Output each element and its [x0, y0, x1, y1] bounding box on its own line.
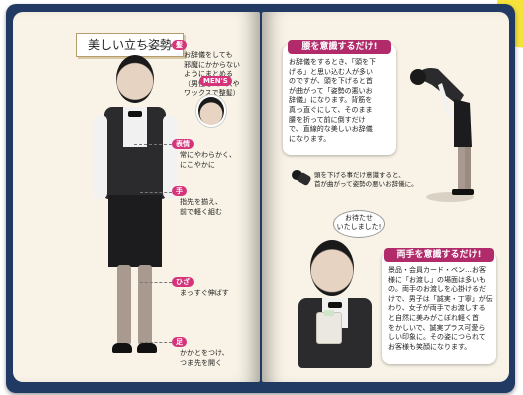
bowing-woman-photo — [410, 68, 474, 202]
hands-panel-title: 両手を意識するだけ! — [384, 248, 494, 262]
tag-hair: 髪 — [172, 40, 187, 50]
mens-photo — [196, 95, 226, 127]
tag-hands: 手 — [172, 186, 187, 196]
note-feet: かかとをつけ、 つま先を開く — [180, 349, 229, 367]
tag-feet: 足 — [172, 337, 187, 347]
bad-bow-note: 頭を下げる事だけ意識すると、 首が曲がって姿勢の悪いお辞儀に。 — [314, 171, 418, 188]
page-title: 美しい立ち姿勢 — [76, 33, 184, 57]
greeting-speech-bubble: お待たせ いたしました! — [333, 210, 385, 238]
hands-panel — [382, 252, 496, 364]
note-expression: 常にやわらかく、 にこやかに — [180, 151, 236, 169]
bad-bow-figure — [292, 168, 312, 187]
hands-panel-text: 景品・会員カード・ペン…お客 様に「お渡し」の場面は多いも の。両手のお渡しを心… — [388, 266, 493, 351]
tag-knees: ひざ — [172, 277, 194, 287]
tag-mens: MEN'S — [199, 76, 232, 86]
note-hands: 指先を揃え、 前で軽く組む — [180, 198, 222, 216]
bow-panel-title: 腰を意識するだけ! — [288, 40, 391, 54]
note-knees: まっすぐ伸ばす — [180, 289, 229, 297]
bow-panel-text: お辞儀をするとき、「頭を下 げる」と思い込む人が多い のですが、頭を下げると首 … — [289, 58, 377, 143]
standing-woman-photo — [90, 55, 180, 365]
handing-over-woman-photo — [290, 240, 380, 370]
bow-panel — [283, 44, 396, 155]
note-hair: お辞儀をしても 邪魔にかからない ようにまとめる （男性もムースや ワックスで整… — [184, 51, 240, 97]
tag-expression: 表情 — [172, 139, 194, 149]
